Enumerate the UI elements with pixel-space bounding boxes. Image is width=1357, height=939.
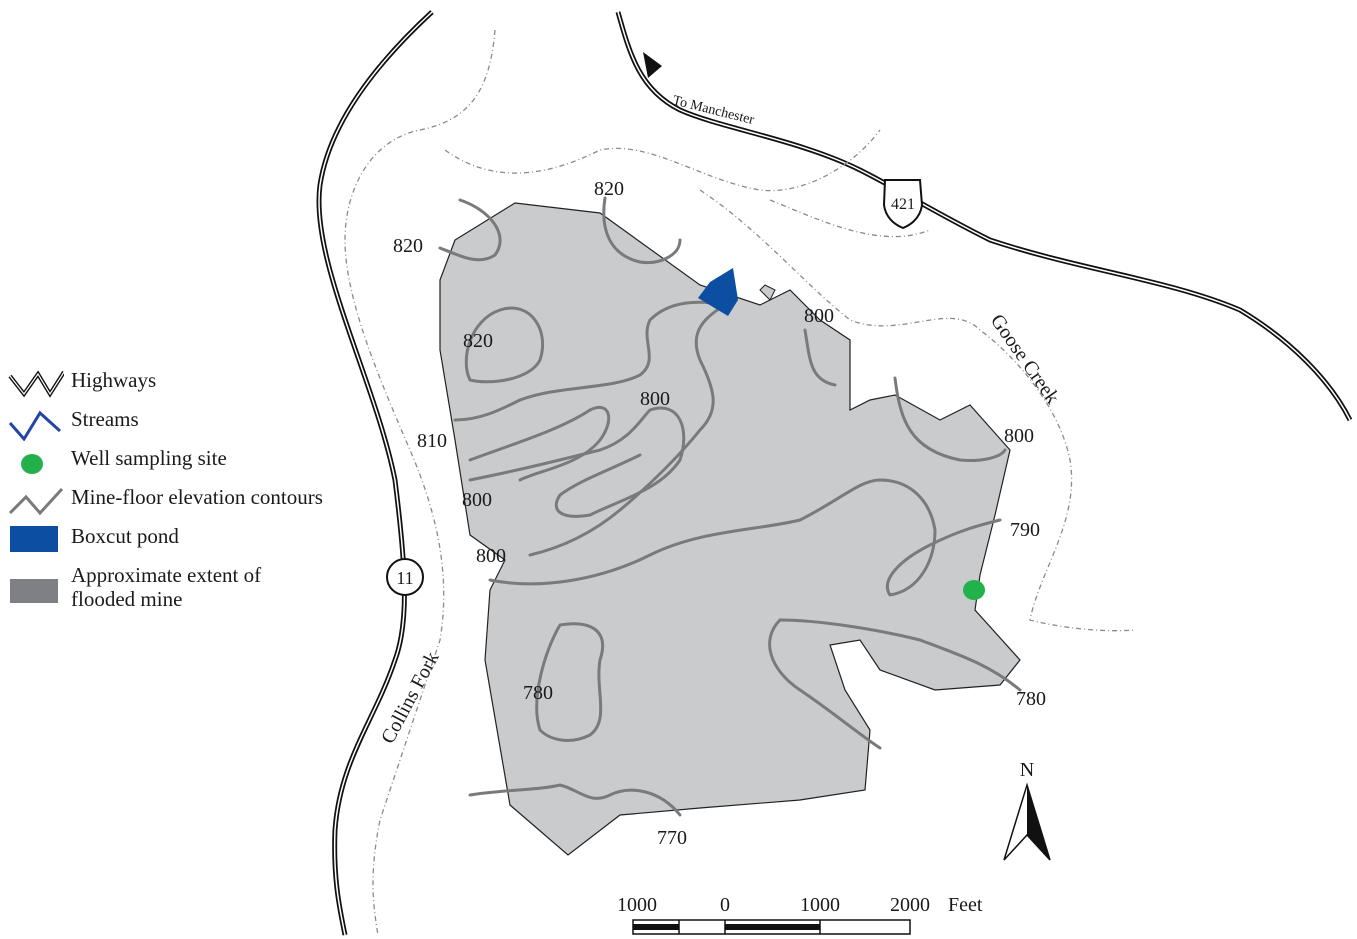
legend-label: Streams [71, 407, 139, 431]
north-label: N [1020, 759, 1034, 781]
mine-outline-spur [759, 284, 776, 301]
scale-label: 1000 [617, 894, 657, 916]
direction-arrow-icon [643, 52, 662, 78]
contour-label: 800 [476, 545, 506, 567]
legend: Highways Streams Well sampling site Mine… [8, 366, 368, 621]
legend-label: Mine-floor elevation contours [71, 485, 323, 509]
legend-label: Approximate extent of flooded mine [71, 563, 262, 611]
highway-11 [316, 10, 434, 936]
pond-symbol [10, 526, 58, 552]
contour-label: 780 [523, 682, 553, 704]
legend-label: Highways [71, 368, 157, 392]
streams [344, 29, 1136, 936]
mine-floor-contours [438, 196, 1022, 817]
contour-label: 800 [462, 489, 492, 511]
contour-labels: 820 820 820 800 800 810 800 800 800 790 … [393, 178, 1046, 849]
scale-label: 1000 [800, 894, 840, 916]
goose-creek-label: Goose Creek [986, 310, 1064, 408]
scale-bar: 1000 0 1000 2000 Feet [617, 894, 983, 935]
north-arrow: N [1003, 759, 1051, 861]
legend-item-pond: Boxcut pond [8, 522, 368, 561]
tributary-east [769, 199, 931, 238]
route-11-label: 11 [396, 568, 413, 588]
legend-item-streams: Streams [8, 405, 368, 444]
legend-label: Boxcut pond [71, 524, 179, 548]
route-421-label: 421 [891, 196, 915, 213]
flooded-mine-symbol [10, 579, 58, 603]
tributary-north [444, 129, 881, 192]
legend-item-well: Well sampling site [8, 444, 368, 483]
collins-fork-stream [344, 29, 496, 936]
legend-label: Well sampling site [71, 446, 227, 470]
contour-label: 790 [1010, 519, 1040, 541]
well-symbol [21, 454, 43, 474]
contour-label: 820 [463, 330, 493, 352]
contour-label: 800 [1004, 425, 1034, 447]
contour-label: 820 [594, 178, 624, 200]
contour-label: 770 [657, 827, 687, 849]
route-11-marker: 11 [386, 558, 424, 596]
flooded-mine-area [439, 202, 1021, 856]
stream-symbol [8, 410, 62, 441]
goose-creek-stream [699, 189, 1136, 632]
contour-label: 800 [640, 388, 670, 410]
highway-421 [615, 11, 1353, 422]
legend-item-flooded-mine: Approximate extent of flooded mine [8, 561, 368, 621]
collins-fork-label: Collins Fork [377, 648, 444, 747]
scale-label: 0 [720, 894, 730, 916]
scale-label: 2000 [890, 894, 930, 916]
contour-label: 820 [393, 235, 423, 257]
legend-item-highways: Highways [8, 366, 368, 405]
highway-symbol [8, 370, 64, 398]
contour-label: 800 [804, 305, 834, 327]
boxcut-pond [698, 268, 738, 316]
legend-item-contours: Mine-floor elevation contours [8, 483, 368, 522]
scale-unit: Feet [948, 894, 983, 916]
contour-label: 810 [417, 430, 447, 452]
route-421-shield: 421 [882, 179, 924, 230]
well-sampling-site [963, 580, 985, 600]
contour-label: 780 [1016, 688, 1046, 710]
contour-symbol [8, 487, 64, 516]
